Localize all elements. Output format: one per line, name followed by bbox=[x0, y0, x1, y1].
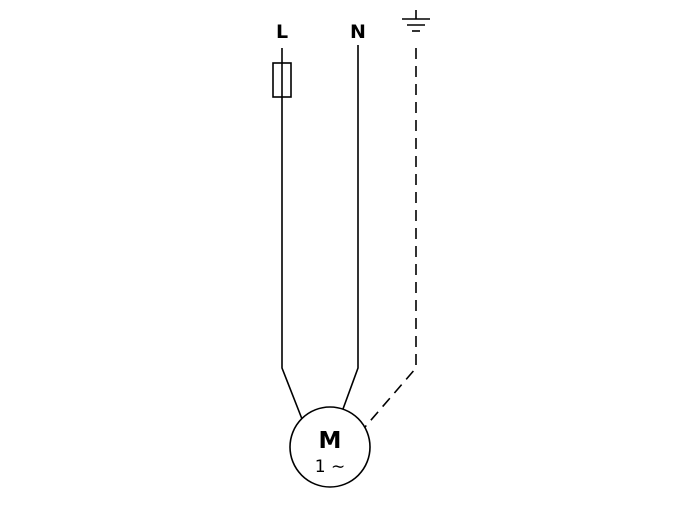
line-wire-lower bbox=[281, 97, 303, 420]
earth-ground-icon bbox=[402, 10, 430, 32]
line-terminal-label: L bbox=[276, 21, 288, 43]
phase-label: 1 ∼ bbox=[315, 457, 345, 477]
motor-circle: M 1 ∼ bbox=[289, 406, 371, 488]
motor-label: M bbox=[319, 428, 342, 454]
fuse-symbol bbox=[272, 62, 292, 98]
neutral-terminal-label: N bbox=[350, 21, 366, 43]
neutral-wire bbox=[342, 45, 359, 410]
earth-wire-dashed bbox=[364, 48, 417, 428]
